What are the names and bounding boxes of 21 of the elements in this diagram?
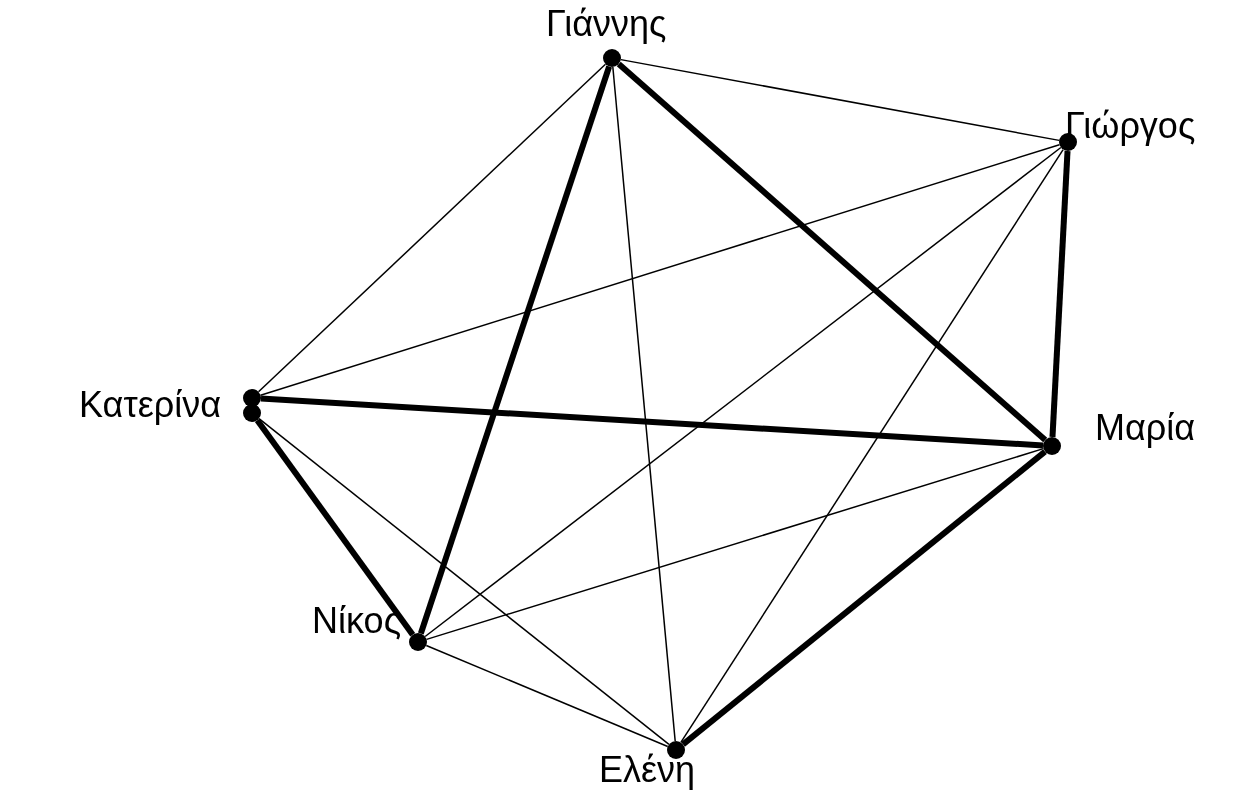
connector-line [425,447,1045,641]
connector-line [681,449,1047,747]
connector-line [258,417,670,746]
connector-line [1049,150,1071,438]
node-label: Νίκος [312,601,401,641]
connector-line [257,63,607,393]
connector-line [418,65,612,635]
node-label: Μαρία [1095,408,1196,448]
connector-line [612,66,676,742]
connector-line [424,146,1062,638]
connector-line [260,395,1044,449]
connector-line [254,418,416,637]
connector-line [680,148,1064,744]
connector-line [259,143,1061,397]
node-label: Ελένη [599,750,696,790]
connector-line [620,58,1060,142]
node-label: Γιάννης [546,4,667,44]
connector-line [425,644,669,748]
node-label: Κατερίνα [79,385,221,425]
connector-line [616,61,1048,443]
node-label: Γιώργος [1065,106,1196,146]
